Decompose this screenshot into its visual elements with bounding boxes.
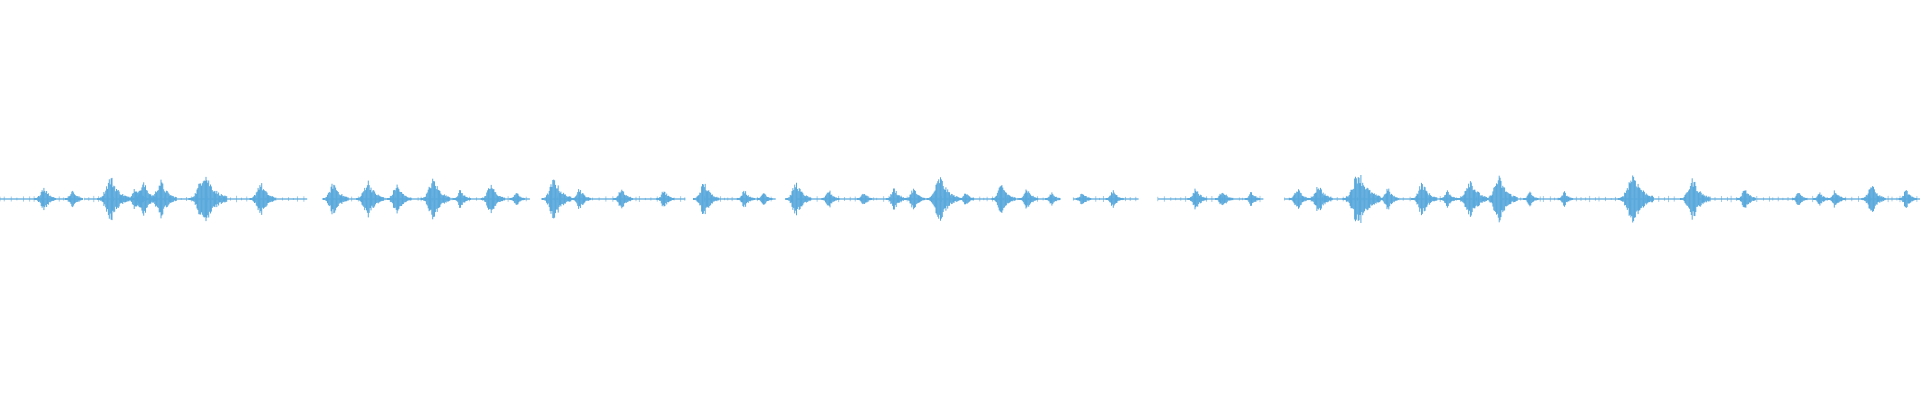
waveform-peak	[1379, 188, 1400, 210]
waveform-peak	[991, 185, 1016, 213]
waveform-peak	[1342, 175, 1382, 223]
waveform-peak	[656, 191, 675, 207]
waveform-peak	[1075, 193, 1092, 205]
waveform-peak	[613, 189, 634, 209]
waveform-peak	[1827, 190, 1846, 208]
waveform-peak	[386, 184, 412, 214]
waveform-peak	[1045, 192, 1061, 206]
waveform-track	[0, 175, 1920, 223]
waveform-peak	[1411, 182, 1438, 216]
waveform-peak	[356, 180, 385, 218]
waveform-peak	[1736, 190, 1757, 208]
waveform-peak	[856, 193, 873, 205]
waveform-peak	[420, 178, 451, 220]
waveform-peak	[1187, 188, 1208, 210]
waveform-peak	[821, 190, 840, 208]
waveform-peak	[509, 193, 525, 205]
waveform-peak	[97, 177, 130, 221]
waveform-peak	[885, 188, 906, 210]
waveform-peak	[1898, 190, 1917, 208]
waveform-peak	[188, 176, 228, 222]
waveform-peak	[1457, 181, 1488, 217]
waveform-peak	[1523, 191, 1539, 207]
waveform-peak	[148, 179, 177, 219]
waveform-peak	[1861, 186, 1886, 212]
waveform-peak	[785, 182, 812, 216]
waveform-peak	[1215, 192, 1234, 206]
waveform-peak	[1439, 190, 1458, 208]
waveform-peak	[1485, 175, 1518, 223]
waveform-peak	[926, 177, 959, 221]
waveform-peak	[737, 190, 756, 208]
waveform-peak	[1244, 192, 1261, 206]
waveform-peak	[1617, 175, 1654, 223]
waveform-peak	[1813, 192, 1829, 206]
waveform-peak	[1791, 193, 1808, 205]
waveform-peak	[1105, 190, 1124, 208]
waveform-peak	[1018, 189, 1039, 209]
waveform-peak	[1308, 187, 1333, 211]
waveform-peak	[541, 179, 572, 219]
waveform-peak	[34, 187, 57, 211]
waveform-peak	[1557, 191, 1574, 207]
waveform-peak	[249, 183, 276, 215]
waveform-peak	[65, 190, 84, 208]
waveform-peak	[1680, 178, 1710, 220]
waveform-peak	[480, 184, 506, 214]
waveform-peak	[1289, 189, 1309, 209]
waveform-peak	[452, 190, 471, 208]
waveform-peak	[570, 189, 591, 209]
waveform-peak	[132, 182, 159, 216]
waveform-peak	[958, 193, 975, 205]
waveform-peak	[322, 183, 349, 215]
waveform-peak	[757, 193, 773, 205]
waveform-peak	[905, 188, 925, 210]
waveform-peak	[693, 183, 720, 215]
